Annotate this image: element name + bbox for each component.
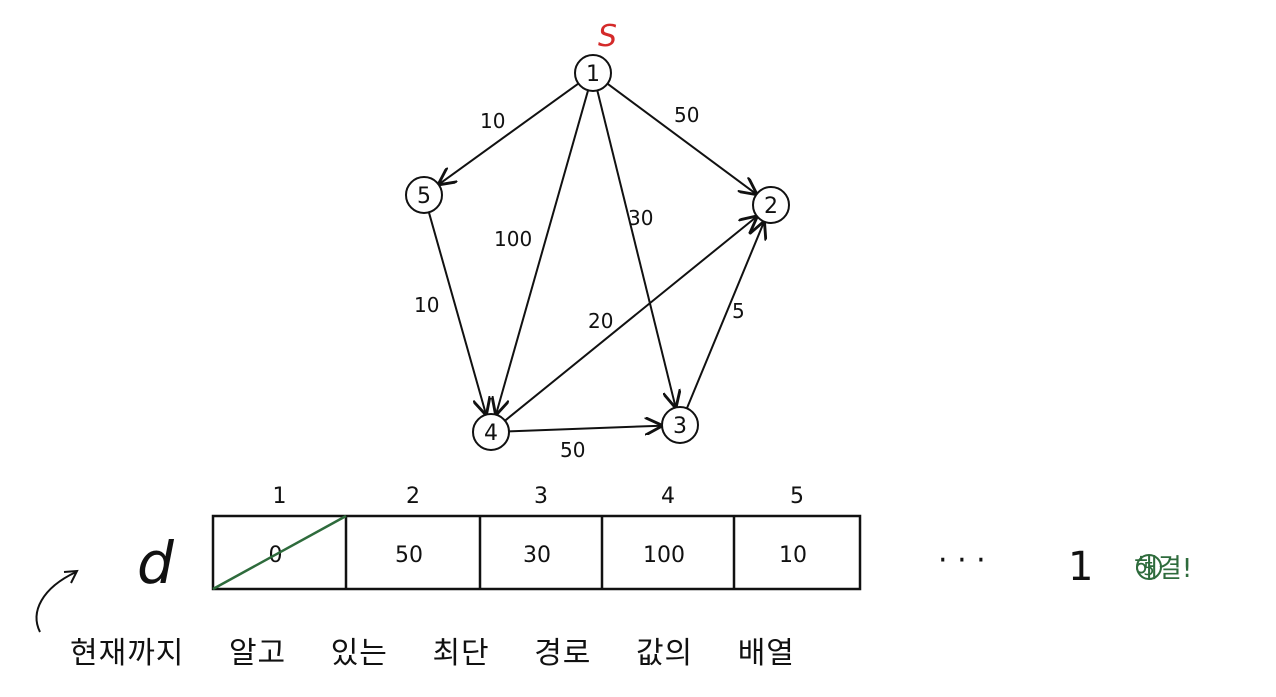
node-label-2: 2 xyxy=(764,194,778,219)
node-label-4: 4 xyxy=(484,421,498,446)
edge-5-4 xyxy=(427,212,486,413)
node-2 xyxy=(752,186,790,224)
edge-1-5 xyxy=(439,82,579,184)
node-label-5: 5 xyxy=(417,184,431,209)
array-cell-value-5: 10 xyxy=(779,543,807,568)
note-label: 해결! xyxy=(1134,554,1193,584)
cell-strike-line xyxy=(212,514,347,591)
edge-weight-1-4: 100 xyxy=(494,227,532,251)
edge-weight-3-2: 5 xyxy=(732,299,745,323)
edge-4-3 xyxy=(508,426,661,432)
edge-1-2 xyxy=(606,82,755,194)
caption-word: 경로 xyxy=(534,636,592,671)
caption-word: 최단 xyxy=(432,636,490,671)
edge-4-2 xyxy=(504,217,756,422)
edge-3-2 xyxy=(685,223,764,409)
caption-word: 값의 xyxy=(635,636,694,671)
distance-array: 102503304100510 xyxy=(211,484,862,591)
array-trailing: 1 xyxy=(1068,544,1093,590)
edge-weight-4-3: 50 xyxy=(560,438,585,462)
caption-word: 현재까지 xyxy=(70,636,185,671)
array-box xyxy=(211,514,862,591)
edge-weight-1-3: 30 xyxy=(628,206,653,230)
note-text: 해결! xyxy=(1134,548,1192,585)
edge-weight-1-5: 10 xyxy=(480,109,505,133)
edge-weight-5-4: 10 xyxy=(414,293,439,317)
caption-arrow-head xyxy=(63,569,79,584)
edge-weight-4-2: 20 xyxy=(588,309,613,333)
array-index-5: 5 xyxy=(790,484,804,509)
array-index-4: 4 xyxy=(661,484,675,509)
node-4 xyxy=(472,413,510,451)
array-cell-value-3: 30 xyxy=(523,543,551,568)
caption-arrow xyxy=(35,571,77,633)
array-ellipsis: · · · xyxy=(938,543,986,578)
edge-group xyxy=(427,82,764,432)
caption-word: 알고 xyxy=(228,636,287,671)
note-circled-number: 5 xyxy=(1143,559,1154,580)
caption-word: 있는 xyxy=(330,636,388,671)
array-index-3: 3 xyxy=(534,484,548,509)
array-name: d xyxy=(137,529,175,597)
array-caption: 현재까지 알고 있는 최단 경로 값의 배열 xyxy=(70,628,829,672)
caption-word: 배열 xyxy=(737,636,795,671)
node-1 xyxy=(574,54,612,92)
array-index-2: 2 xyxy=(406,484,420,509)
edge-1-3 xyxy=(596,90,675,406)
edge-weight-1-2: 50 xyxy=(674,103,699,127)
node-label-3: 3 xyxy=(673,414,687,439)
note-circle xyxy=(1136,554,1162,580)
node-label-1: 1 xyxy=(586,62,600,87)
array-cell-value-2: 50 xyxy=(395,543,423,568)
source-label: S xyxy=(598,19,617,54)
node-5 xyxy=(405,176,443,214)
node-3 xyxy=(661,406,699,444)
edge-1-4 xyxy=(496,90,590,413)
weight-group: 10 50 100 30 10 20 5 50 xyxy=(414,103,745,462)
node-group: 1 2 3 4 5 xyxy=(405,54,790,451)
array-cell-value-4: 100 xyxy=(643,543,685,568)
array-index-1: 1 xyxy=(273,484,287,509)
